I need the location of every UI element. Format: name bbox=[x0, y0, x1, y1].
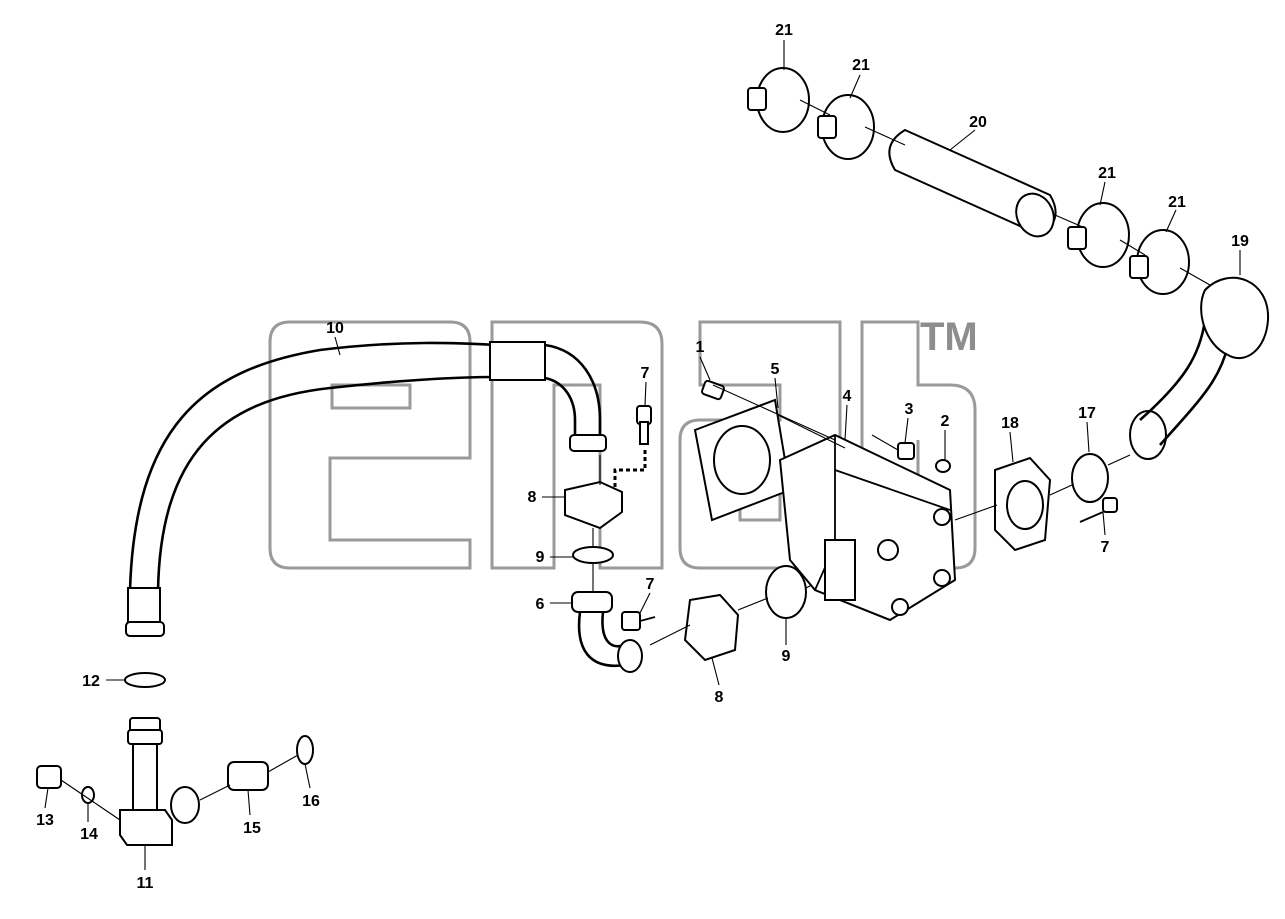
watermark-letter-e bbox=[268, 320, 472, 570]
callout-14: 14 bbox=[80, 826, 98, 843]
callout-16: 16 bbox=[302, 793, 320, 810]
callout-11: 11 bbox=[137, 875, 154, 892]
callout-labels: 21 21 20 21 21 19 10 1 5 7 4 3 2 18 17 8… bbox=[36, 22, 1249, 892]
callout-18: 18 bbox=[1001, 415, 1019, 432]
callout-7-b: 7 bbox=[646, 576, 655, 593]
callout-20: 20 bbox=[969, 114, 987, 131]
callout-21-c: 21 bbox=[1098, 165, 1116, 182]
pump-assembly-4 bbox=[693, 379, 957, 622]
watermark-logo: TM bbox=[268, 315, 978, 570]
flange-assembly-18 bbox=[954, 276, 1270, 552]
callout-leaders bbox=[44, 40, 1241, 870]
callout-4: 4 bbox=[843, 388, 852, 405]
center-fittings bbox=[564, 405, 841, 673]
tee-assembly-11 bbox=[36, 672, 314, 846]
callout-1: 1 bbox=[696, 339, 705, 356]
callout-21-b: 21 bbox=[852, 57, 870, 74]
callout-10: 10 bbox=[326, 320, 344, 337]
callout-3: 3 bbox=[905, 401, 914, 418]
watermark-letter-n bbox=[490, 320, 664, 570]
callout-8-a: 8 bbox=[528, 489, 537, 506]
callout-21-a: 21 bbox=[775, 22, 793, 39]
callout-17: 17 bbox=[1078, 405, 1096, 422]
sleeve-20-with-clamps bbox=[747, 67, 1211, 295]
callout-2: 2 bbox=[941, 413, 950, 430]
callout-12: 12 bbox=[82, 673, 100, 690]
callout-19: 19 bbox=[1231, 233, 1249, 250]
callout-7-a: 7 bbox=[641, 365, 650, 382]
callout-7-c: 7 bbox=[1101, 539, 1110, 556]
callout-5: 5 bbox=[771, 361, 780, 378]
hose-10 bbox=[125, 341, 607, 637]
callout-9-a: 9 bbox=[536, 549, 545, 566]
watermark-tm: TM bbox=[920, 315, 978, 359]
callout-8-b: 8 bbox=[715, 689, 724, 706]
callout-9-b: 9 bbox=[782, 648, 791, 665]
callout-15: 15 bbox=[243, 820, 261, 837]
callout-6: 6 bbox=[536, 596, 545, 613]
callout-21-d: 21 bbox=[1168, 194, 1186, 211]
callout-13: 13 bbox=[36, 812, 54, 829]
